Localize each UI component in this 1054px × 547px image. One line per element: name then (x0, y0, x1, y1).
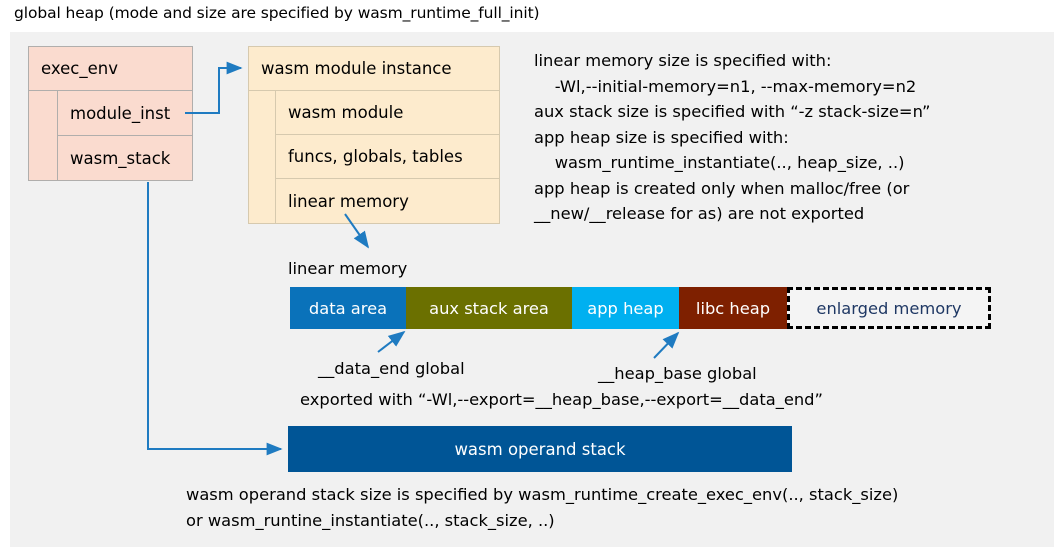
module-inst-label: module_inst (70, 103, 171, 123)
exported-with-annotation: exported with “-Wl,--export=__heap_base,… (300, 390, 823, 409)
memory-segment-label: app heap (587, 298, 664, 318)
linear-memory-bar: data area aux stack area app heap libc heap… (290, 287, 991, 329)
module-instance-field-wasm-module: wasm module (275, 90, 500, 135)
exec-env-label: exec_env (41, 59, 118, 78)
module-instance-label: wasm module instance (261, 59, 452, 78)
memory-segment-label: enlarged memory (816, 298, 962, 318)
memory-segment-enlarged-memory: enlarged memory (787, 287, 991, 329)
wasm-stack-label: wasm_stack (70, 148, 171, 168)
memory-segment-label: aux stack area (429, 298, 549, 318)
module-instance-field-linear-memory: linear memory (275, 178, 500, 224)
heap-base-annotation: __heap_base global (598, 364, 757, 383)
exec-env-header: exec_env (28, 46, 193, 91)
memory-segment-app-heap: app heap (572, 287, 679, 329)
wasm-operand-stack-box: wasm operand stack (288, 426, 792, 472)
exec-env-field-module-inst: module_inst (57, 90, 193, 136)
module-instance-field-funcs-globals-tables: funcs, globals, tables (275, 134, 500, 179)
page-title: global heap (mode and size are specified… (14, 4, 540, 22)
funcs-globals-tables-label: funcs, globals, tables (288, 147, 463, 166)
memory-segment-label: data area (308, 298, 388, 318)
memory-segment-data-area: data area (290, 287, 406, 329)
memory-segment-label: libc heap (695, 298, 771, 318)
linear-memory-field-label: linear memory (288, 191, 409, 211)
module-instance-gutter (248, 90, 276, 224)
exec-env-gutter (28, 90, 58, 181)
operand-stack-note: wasm operand stack size is specified by … (186, 485, 899, 530)
linear-memory-caption: linear memory (288, 259, 408, 278)
module-instance-header: wasm module instance (248, 46, 500, 91)
memory-config-note: linear memory size is specified with: -W… (534, 51, 931, 223)
memory-segment-aux-stack-area: aux stack area (406, 287, 572, 329)
wasm-module-label: wasm module (288, 103, 404, 122)
memory-segment-libc-heap: libc heap (679, 287, 787, 329)
exec-env-field-wasm-stack: wasm_stack (57, 135, 193, 181)
wasm-operand-stack-label: wasm operand stack (454, 439, 626, 459)
data-end-annotation: __data_end global (318, 359, 465, 378)
